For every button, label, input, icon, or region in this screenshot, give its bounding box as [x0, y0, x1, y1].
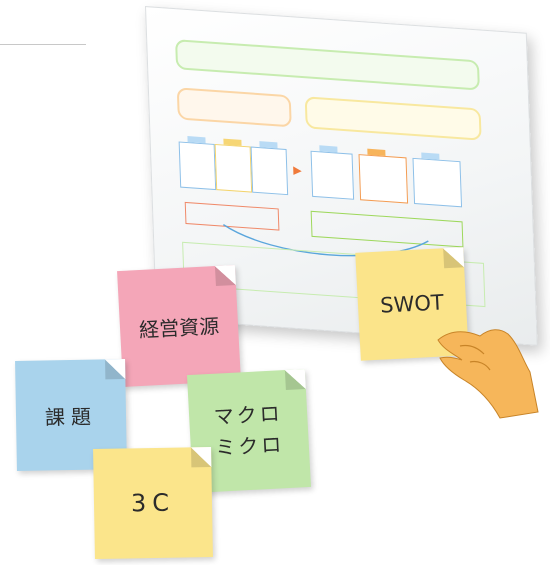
top-divider [0, 44, 86, 45]
whiteboard: ▶ [145, 6, 538, 346]
hand-icon [437, 329, 539, 419]
board-card [358, 148, 409, 204]
note-label: 経営資源 [138, 313, 220, 342]
board-left-bar [176, 87, 292, 128]
note-fold [105, 359, 126, 380]
note-label: 課題 [44, 404, 98, 429]
note-label-line2: ミクロ [214, 432, 285, 460]
board-top-bar [175, 39, 480, 91]
board-connector [223, 224, 429, 257]
board-right-bar [304, 96, 482, 141]
board-card [250, 141, 289, 196]
arrow-right-icon: ▶ [293, 163, 302, 178]
note-fold [284, 368, 306, 391]
note-fold [191, 446, 212, 468]
sticky-note-3c[interactable]: 3C [93, 446, 213, 560]
board-card [412, 152, 463, 208]
board-card [214, 138, 253, 193]
note-label-line1: マクロ [213, 401, 284, 429]
sticky-note-keiei[interactable]: 経営資源 [117, 264, 241, 388]
note-fold [214, 264, 236, 287]
board-card [178, 136, 217, 191]
board-card [310, 145, 355, 200]
note-label: 3C [130, 488, 176, 518]
note-fold [443, 247, 465, 269]
